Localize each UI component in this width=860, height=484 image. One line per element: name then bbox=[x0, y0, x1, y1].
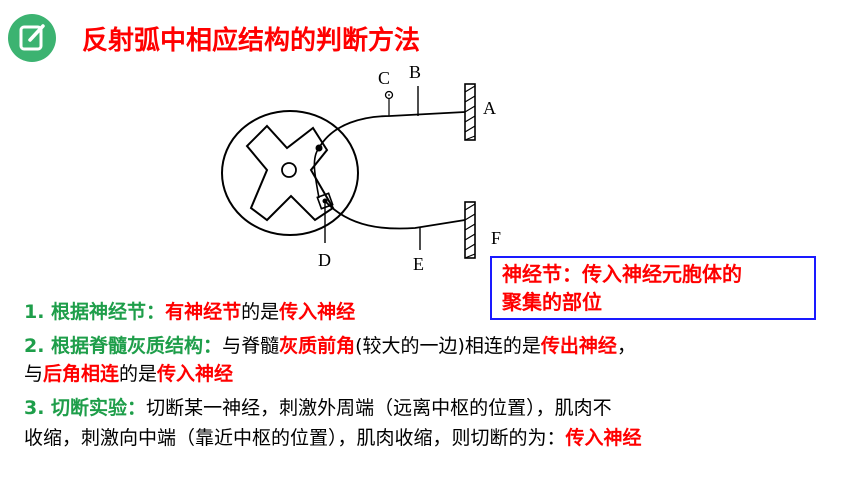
callout-line-1: 神经节：传入神经元胞体的 bbox=[502, 262, 742, 286]
method-2-line-2: 与后角相连的是传入神经 bbox=[24, 363, 234, 385]
method-1: 1. 根据神经节：有神经节的是传入神经 bbox=[24, 301, 356, 323]
ganglion-callout: 神经节：传入神经元胞体的 聚集的部位 bbox=[490, 256, 816, 320]
label-f: F bbox=[491, 228, 501, 248]
callout-line-2: 聚集的部位 bbox=[502, 290, 602, 314]
central-canal bbox=[281, 162, 297, 178]
label-e: E bbox=[413, 254, 424, 274]
label-b: B bbox=[409, 62, 421, 82]
reflex-arc-diagram: C B A F D E bbox=[221, 62, 501, 274]
method-3-line-1: 3. 切断实验：切断某一神经，刺激外周端（远离中枢的位置），肌肉不 bbox=[24, 397, 612, 419]
label-a: A bbox=[483, 98, 496, 118]
label-c: C bbox=[378, 68, 390, 88]
method-3-line-2: 收缩，刺激向中端（靠近中枢的位置），肌肉收缩，则切断的为：传入神经 bbox=[24, 427, 642, 449]
page-title: 反射弧中相应结构的判断方法 bbox=[82, 26, 421, 56]
edit-icon bbox=[8, 14, 56, 62]
spinal-cord-outline bbox=[221, 110, 359, 236]
method-2-line-1: 2. 根据脊髓灰质结构：与脊髓灰质前角(较大的一边)相连的是传出神经， bbox=[24, 335, 636, 357]
gray-matter bbox=[245, 124, 335, 222]
label-d: D bbox=[318, 250, 331, 270]
